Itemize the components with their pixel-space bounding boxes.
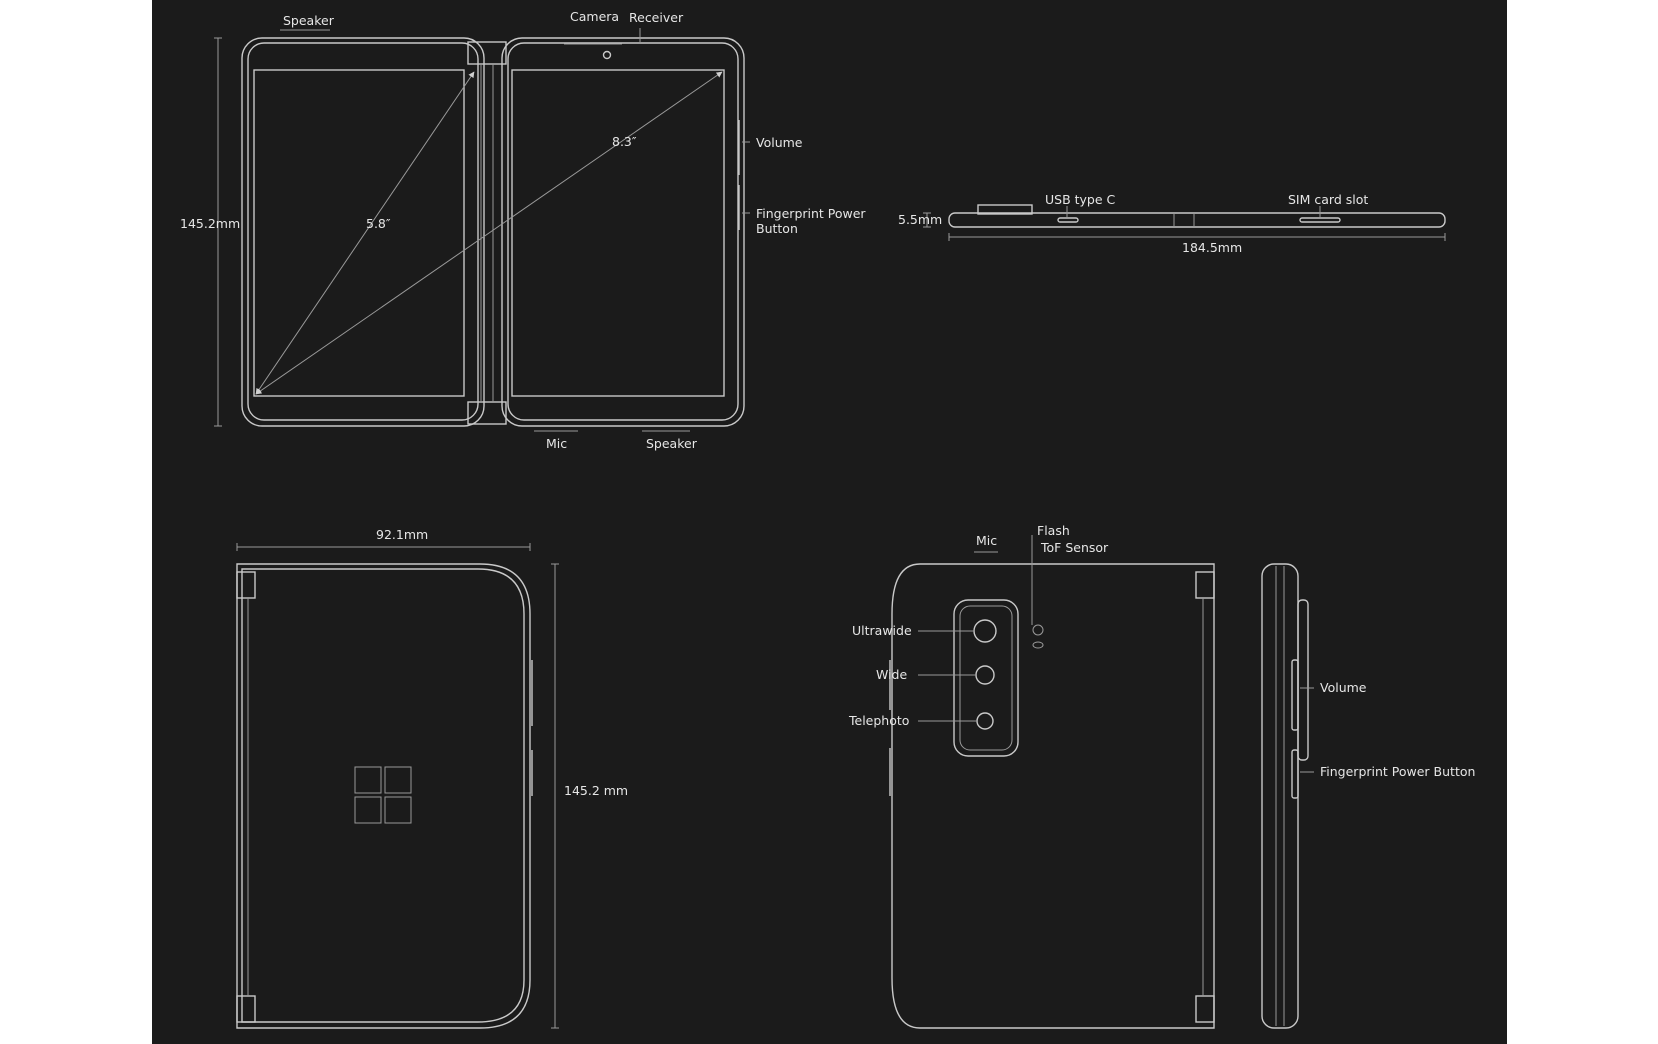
right-screen — [511, 69, 725, 397]
fingerprint-label-line2: Button — [756, 221, 798, 236]
wide-lens-icon — [975, 665, 995, 685]
diagonal-large-label: 8.3″ — [612, 134, 637, 149]
closed-front-inner — [241, 568, 525, 1023]
tof-label: ToF Sensor — [1040, 540, 1109, 555]
ultrawide-label: Ultrawide — [852, 623, 912, 638]
flash-icon — [1032, 624, 1044, 636]
closed-front-view: 92.1mm 145.2 mm — [236, 527, 628, 1029]
closed-side-bump — [1297, 599, 1309, 761]
usb-port — [1057, 217, 1079, 223]
closed-side-view: Volume Fingerprint Power Button — [1261, 563, 1475, 1029]
closed-front-outline — [236, 563, 531, 1029]
telephoto-lens-icon — [976, 712, 994, 730]
tof-sensor-icon — [1032, 641, 1044, 649]
back-mic-label: Mic — [976, 533, 997, 548]
left-panel-inner — [247, 42, 479, 421]
mic-label: Mic — [546, 436, 567, 451]
wide-label: Wide — [876, 667, 907, 682]
hinge-cap-bottom — [236, 995, 256, 1023]
closed-side-volume-label: Volume — [1320, 680, 1367, 695]
windows-logo-icon — [354, 766, 412, 824]
sim-label: SIM card slot — [1288, 192, 1368, 207]
closed-side-power-button — [1291, 749, 1299, 799]
open-side-view: 5.5mm USB type C SIM card slot 184.5mm — [898, 192, 1446, 255]
diagram-panel: Speaker Camera Receiver Volume Fingerpri… — [152, 0, 1507, 1044]
right-panel-outline — [501, 37, 745, 427]
side-width-label: 184.5mm — [1182, 240, 1242, 255]
flash-label: Flash — [1037, 523, 1070, 538]
camera-label: Camera — [570, 9, 619, 24]
closed-back-view: Mic Flash ToF Sensor Ultrawide Wide Tele… — [848, 523, 1215, 1029]
diagonal-small — [255, 71, 475, 395]
height-label: 145.2mm — [180, 216, 240, 231]
side-body — [948, 212, 1446, 228]
thickness-label: 5.5mm — [898, 212, 942, 227]
open-front-view: Speaker Camera Receiver Volume Fingerpri… — [180, 9, 866, 451]
speaker-bottom-label: Speaker — [646, 436, 698, 451]
fingerprint-label-line1: Fingerprint Power — [756, 206, 866, 221]
receiver-label: Receiver — [629, 10, 684, 25]
telephoto-label: Telephoto — [848, 713, 909, 728]
closed-side-volume-button — [1291, 659, 1299, 731]
diagonal-small-label: 5.8″ — [366, 216, 391, 231]
camera-module — [953, 599, 1019, 757]
right-panel-inner — [507, 42, 739, 421]
back-hinge-cap-top — [1195, 571, 1215, 599]
usb-label: USB type C — [1045, 192, 1116, 207]
closed-height-label: 145.2 mm — [564, 783, 628, 798]
closed-back-outline — [891, 563, 1215, 1029]
closed-side-fingerprint-label: Fingerprint Power Button — [1320, 764, 1475, 779]
closed-width-label: 92.1mm — [376, 527, 428, 542]
left-screen — [253, 69, 465, 397]
left-panel-outline — [241, 37, 485, 427]
volume-label: Volume — [756, 135, 803, 150]
diagonal-large — [255, 71, 723, 395]
camera-icon — [602, 50, 612, 60]
camera-bump — [977, 204, 1033, 215]
ultrawide-lens-icon — [973, 619, 997, 643]
back-hinge-cap-bottom — [1195, 995, 1215, 1023]
hinge-top — [467, 41, 507, 65]
speaker-top-label: Speaker — [283, 13, 335, 28]
sim-slot — [1299, 217, 1341, 223]
hinge-bottom — [467, 401, 507, 425]
device-diagram: Speaker Camera Receiver Volume Fingerpri… — [180, 9, 1475, 1029]
hinge-cap-top — [236, 571, 256, 599]
